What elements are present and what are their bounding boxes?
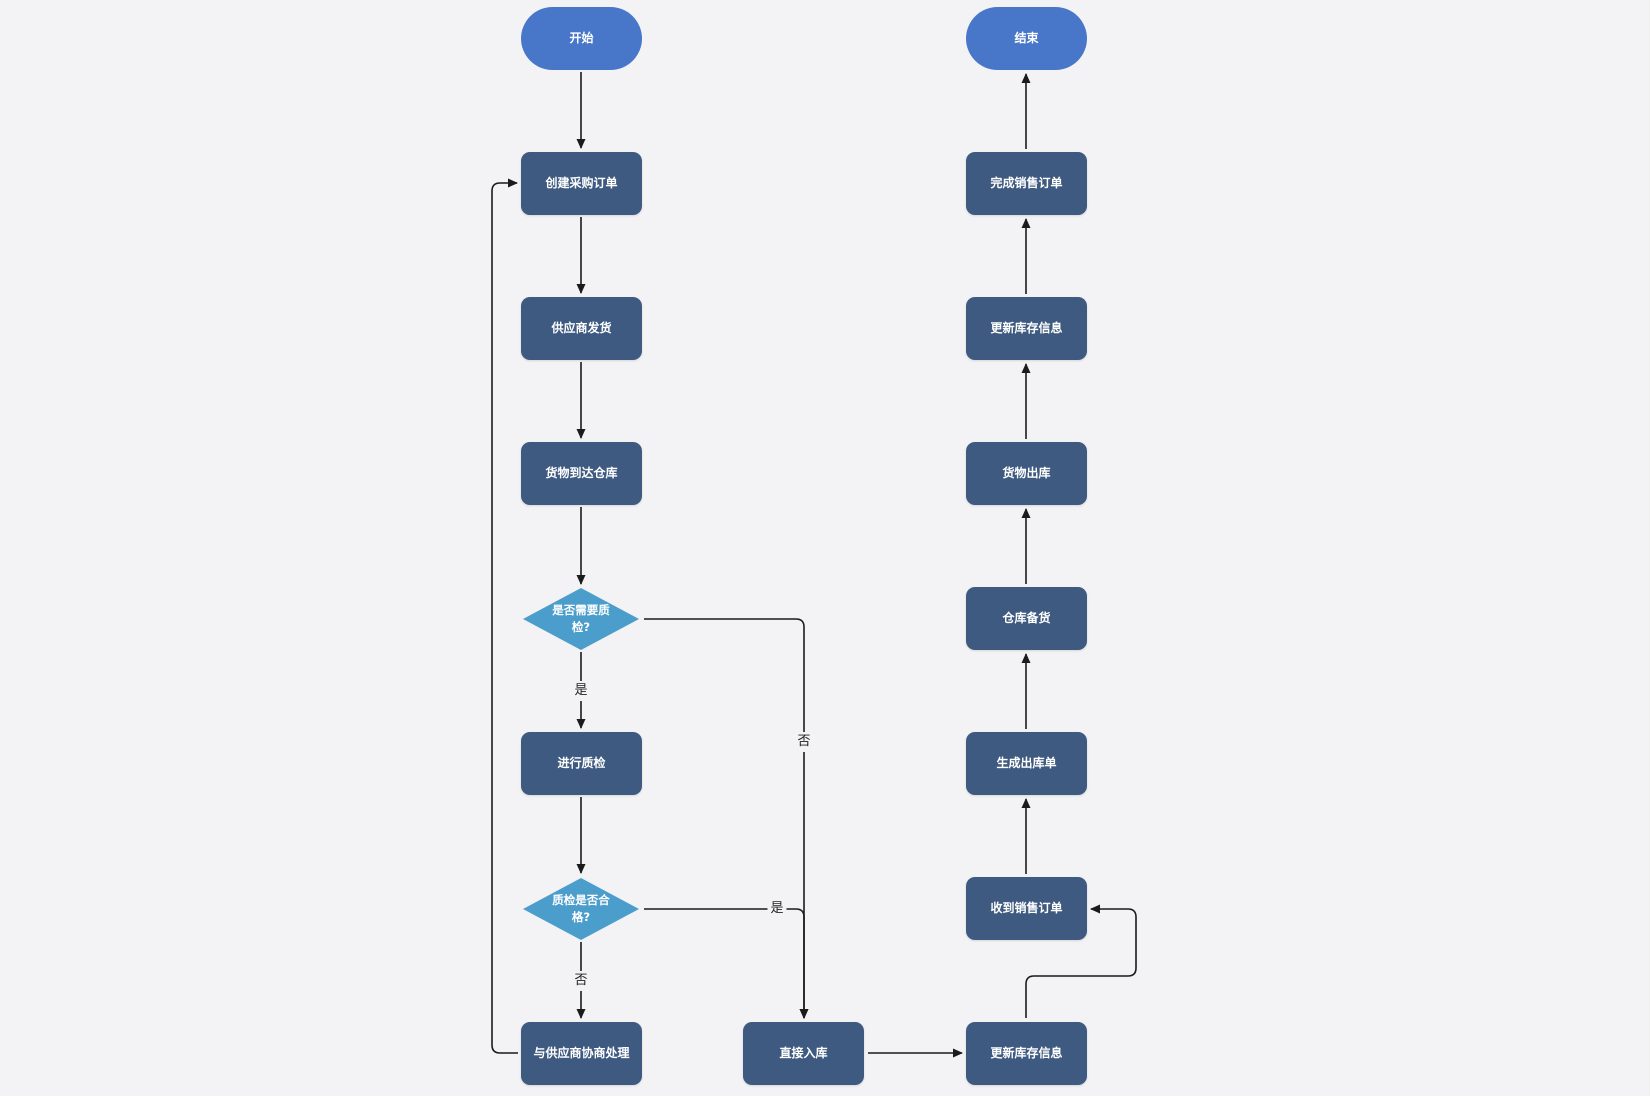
- end-node-label: 结束: [1014, 30, 1039, 45]
- create-purchase-order-node[interactable]: 创建采购订单: [521, 152, 642, 215]
- negotiate-with-supplier-node[interactable]: 与供应商协商处理: [521, 1022, 642, 1085]
- complete-sales-order-label: 完成销售订单: [990, 175, 1063, 190]
- complete-sales-order-node[interactable]: 完成销售订单: [966, 152, 1087, 215]
- direct-inbound-node[interactable]: 直接入库: [743, 1022, 864, 1085]
- edge-label-need-qc-yes: 是: [571, 681, 591, 701]
- start-node[interactable]: 开始: [521, 7, 642, 70]
- update-inventory-label-2: 更新库存信息: [990, 320, 1063, 335]
- generate-outbound-order-node[interactable]: 生成出库单: [966, 732, 1087, 795]
- start-node-label: 开始: [569, 30, 594, 45]
- receive-sales-order-label: 收到销售订单: [990, 900, 1063, 915]
- goods-outbound-node[interactable]: 货物出库: [966, 442, 1087, 505]
- edge-need-qc-no: [644, 618, 809, 1019]
- decision-diamond-shape: [523, 878, 639, 940]
- update-inventory-label-1: 更新库存信息: [990, 1045, 1063, 1060]
- edge-label-need-qc-no: 否: [794, 732, 814, 752]
- edge-qc-pass-yes: [644, 908, 809, 1019]
- need-qc-decision-label: 是否需要质检?: [552, 603, 610, 634]
- direct-inbound-label: 直接入库: [779, 1045, 828, 1060]
- perform-qc-node[interactable]: 进行质检: [521, 732, 642, 795]
- decision-diamond-shape: [523, 588, 639, 650]
- supplier-ship-label: 供应商发货: [551, 320, 612, 335]
- warehouse-prepare-node[interactable]: 仓库备货: [966, 587, 1087, 650]
- supplier-ship-node[interactable]: 供应商发货: [521, 297, 642, 360]
- goods-arrive-warehouse-label: 货物到达仓库: [545, 465, 618, 480]
- create-purchase-order-label: 创建采购订单: [545, 175, 618, 190]
- need-qc-decision[interactable]: 是否需要质检?: [522, 587, 640, 651]
- edge-label-qc-pass-yes: 是: [767, 899, 787, 919]
- qc-pass-decision[interactable]: 质检是否合格?: [522, 877, 640, 941]
- update-inventory-node-2[interactable]: 更新库存信息: [966, 297, 1087, 360]
- goods-outbound-label: 货物出库: [1002, 465, 1051, 480]
- edge-label-qc-pass-no: 否: [571, 971, 591, 991]
- end-node[interactable]: 结束: [966, 7, 1087, 70]
- goods-arrive-warehouse-node[interactable]: 货物到达仓库: [521, 442, 642, 505]
- update-inventory-node-1[interactable]: 更新库存信息: [966, 1022, 1087, 1085]
- receive-sales-order-node[interactable]: 收到销售订单: [966, 877, 1087, 940]
- warehouse-prepare-label: 仓库备货: [1002, 610, 1051, 625]
- qc-pass-decision-label: 质检是否合格?: [552, 893, 610, 924]
- negotiate-with-supplier-label: 与供应商协商处理: [533, 1045, 630, 1060]
- generate-outbound-order-label: 生成出库单: [996, 755, 1057, 770]
- edge-negotiate-to-create-po: [491, 178, 518, 1054]
- perform-qc-label: 进行质检: [557, 755, 606, 770]
